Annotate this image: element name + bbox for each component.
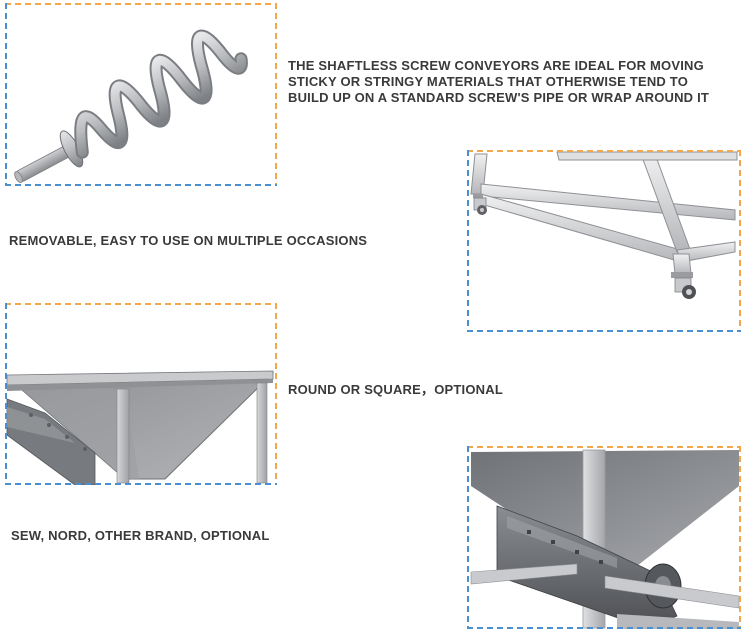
motor-caption: SEW, NORD, OTHER BRAND, OPTIONAL	[11, 528, 270, 543]
shaftless-screw-image	[14, 29, 248, 183]
frame-border-right	[739, 150, 741, 332]
caster-wheel-right	[671, 272, 696, 299]
shaftless-caption-line-2: STICKY OR STRINGY MATERIALS THAT OTHERWI…	[288, 74, 689, 89]
frame-border-left	[5, 3, 7, 186]
hopper-caption: ROUND OR SQUARE，OPTIONAL	[288, 382, 503, 397]
frame-border-right	[739, 446, 741, 629]
frame-border-top	[5, 3, 277, 5]
frame-border-top	[467, 150, 741, 152]
frame-border-bottom	[467, 330, 741, 332]
motor-drive-frame	[467, 446, 741, 629]
caster-frame-frame	[467, 150, 741, 332]
shaftless-screw-frame	[5, 3, 277, 186]
frame-border-top	[467, 446, 741, 448]
frame-border-left	[5, 303, 7, 485]
caster-wheel-left	[473, 194, 487, 215]
frame-border-left	[467, 446, 469, 629]
frame-border-bottom	[467, 627, 741, 629]
caster-frame-image	[470, 151, 738, 299]
frame-border-bottom	[5, 184, 277, 186]
shaftless-caption-line-3: BUILD UP ON A STANDARD SCREW'S PIPE OR W…	[288, 90, 710, 105]
frame-border-bottom	[5, 483, 277, 485]
frame-border-left	[467, 150, 469, 332]
frame-border-right	[275, 3, 277, 186]
frame-border-right	[275, 303, 277, 485]
removable-caption: REMOVABLE, EASY TO USE ON MULTIPLE OCCAS…	[9, 233, 368, 248]
frame-border-top	[5, 303, 277, 305]
hopper-frame	[5, 303, 277, 485]
motor-drive-image	[470, 449, 740, 629]
hopper-image	[5, 370, 275, 485]
shaftless-caption-line-1: THE SHAFTLESS SCREW CONVEYORS ARE IDEAL …	[288, 58, 704, 73]
